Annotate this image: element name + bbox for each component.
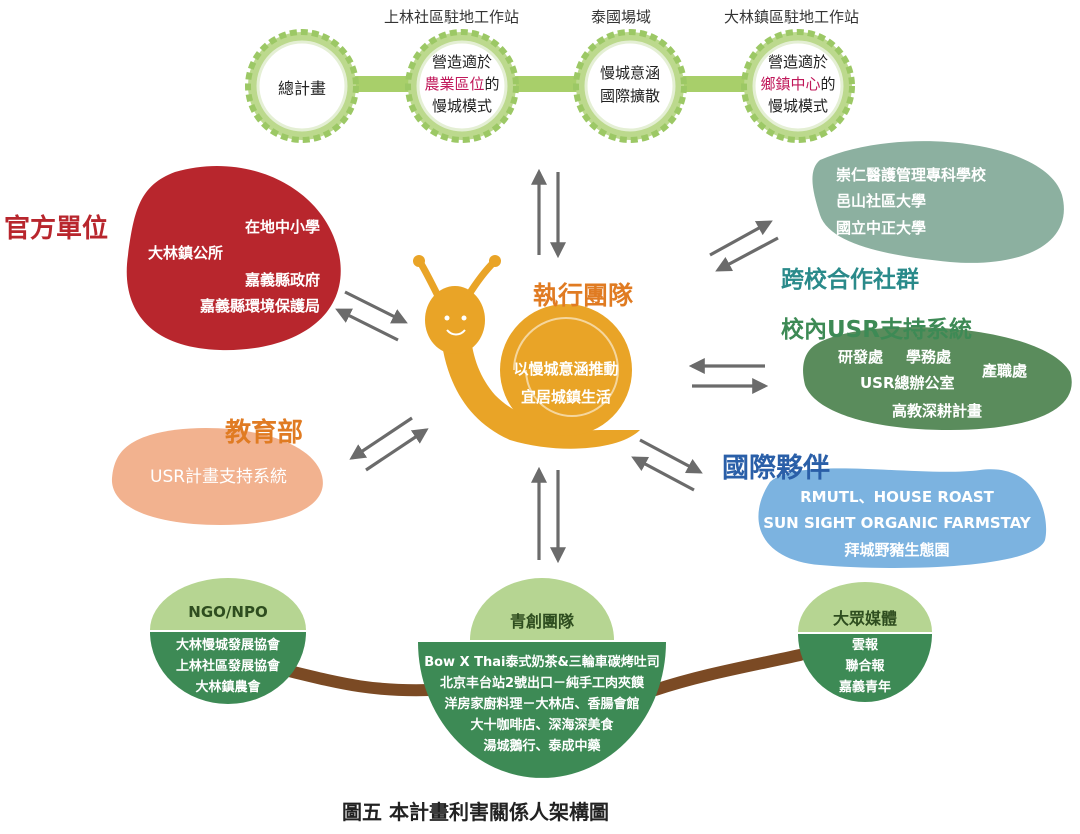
ngo-shape [150, 578, 306, 704]
youth-items: Bow X Thai泰式奶茶&三輪車碳烤吐司 北京丰台站2號出口－純手工肉夾饃 … [418, 652, 666, 757]
international-title: 國際夥伴 [722, 453, 830, 484]
usr-item-3: 產職處 [982, 362, 1028, 380]
cross-school-item: 國立中正大學 [836, 218, 927, 237]
node-4-highlight: 鄉鎮中心 [760, 74, 821, 93]
node-4-line1: 營造適於 [767, 53, 828, 71]
node-4-suffix: 的 [820, 74, 836, 93]
timeline-label-1: 上林社區駐地工作站 [384, 8, 520, 26]
node-3-text: 慢城意涵 國際擴散 [580, 62, 680, 107]
government-title: 官方單位 [4, 214, 109, 244]
government-item: 嘉義縣環境保護局 [199, 296, 320, 315]
government-items: 在地中小學 大林鎮公所 嘉義縣政府 嘉義縣環境保護局 [140, 214, 320, 319]
timeline-bar [300, 76, 800, 92]
node-4-line3: 慢城模式 [767, 96, 828, 115]
youth-item: 北京丰台站2號出口－純手工肉夾饃 [439, 676, 645, 692]
node-2-highlight: 農業區位 [424, 74, 485, 93]
government-item: 嘉義縣政府 [244, 270, 320, 289]
node-2-text: 營造適於 農業區位的 慢城模式 [412, 52, 512, 117]
usr-item-1: 研發處 [838, 348, 884, 366]
node-2-line1: 營造適於 [431, 53, 492, 71]
usr-item-5: 高教深耕計畫 [892, 402, 983, 420]
media-title: 大眾媒體 [832, 609, 897, 628]
usr-support-blob [803, 327, 1072, 430]
international-item: RMUTL、HOUSE ROAST [800, 488, 994, 506]
cross-school-item: 崇仁醫護管理專科學校 [836, 166, 987, 184]
cross-school-blob [812, 141, 1064, 263]
youth-item: 湯城鵝行、泰成中藥 [483, 739, 601, 755]
ngo-title: NGO/NPO [188, 603, 268, 621]
international-item: SUN SIGHT ORGANIC FARMSTAY [763, 514, 1031, 533]
media-shape [798, 582, 932, 702]
node-1-text: 總計畫 [277, 79, 326, 98]
government-item: 在地中小學 [244, 218, 320, 236]
core-text: 以慢城意涵推動 宜居城鎮生活 [496, 356, 636, 412]
timeline-node-1 [245, 29, 359, 143]
timeline-label-2: 泰國場域 [591, 8, 652, 26]
node-2-suffix: 的 [484, 74, 500, 93]
ministry-title: 教育部 [225, 418, 304, 448]
usr-item-2: 學務處 [906, 348, 952, 366]
timeline-node-4 [741, 29, 855, 143]
node-3-line1: 慢城意涵 [599, 64, 660, 82]
node-4-text: 營造適於 鄉鎮中心的 慢城模式 [748, 52, 848, 117]
ngo-item: 上林社區發展協會 [175, 658, 280, 674]
arrows [335, 168, 779, 564]
cross-school-item: 邑山社區大學 [836, 192, 927, 211]
ministry-blob [111, 428, 323, 525]
core-title: 執行團隊 [533, 281, 634, 310]
media-items: 雲報 聯合報 嘉義青年 [798, 636, 932, 698]
international-items: RMUTL、HOUSE ROAST SUN SIGHT ORGANIC FARM… [756, 484, 1038, 563]
timeline-label-3: 大林鎮區駐地工作站 [724, 8, 860, 26]
ngo-item: 大林鎮農會 [195, 679, 261, 695]
ngo-items: 大林慢城發展協會 上林社區發展協會 大林鎮農會 [150, 636, 306, 698]
cross-school-title: 跨校合作社群 [781, 267, 919, 293]
media-item: 嘉義青年 [838, 679, 891, 695]
media-item: 聯合報 [845, 658, 885, 674]
youth-shape [418, 578, 666, 778]
usr-support-title: 校內USR支持系統 [781, 317, 972, 343]
youth-title: 青創團隊 [509, 612, 574, 631]
node-2-line2: 農業區位的 [412, 74, 512, 96]
media-item: 雲報 [851, 638, 878, 653]
cross-school-items: 崇仁醫護管理專科學校 邑山社區大學 國立中正大學 [836, 162, 986, 241]
youth-item: 洋房家廚料理－大林店、香腸會館 [444, 697, 640, 713]
core-line2: 宜居城鎮生活 [520, 387, 611, 406]
timeline-node-2 [405, 29, 519, 143]
figure-caption: 圖五 本計畫利害關係人架構圖 [342, 800, 609, 824]
node-2-line3: 慢城模式 [431, 96, 492, 115]
youth-item: Bow X Thai泰式奶茶&三輪車碳烤吐司 [424, 655, 660, 670]
ministry-item: USR計畫支持系統 [150, 467, 288, 487]
government-item: 大林鎮公所 [148, 244, 224, 263]
snail-illustration [413, 255, 640, 449]
core-line1: 以慢城意涵推動 [513, 360, 619, 378]
timeline-node-3 [573, 29, 687, 143]
ngo-item: 大林慢城發展協會 [175, 638, 280, 653]
international-item: 拜城野豬生態園 [844, 540, 950, 559]
international-blob [758, 468, 1047, 569]
usr-item-4: USR總辦公室 [860, 374, 955, 392]
government-blob [126, 165, 341, 351]
youth-item: 大十咖啡店、深海深美食 [470, 718, 614, 734]
node-3-line2: 國際擴散 [599, 86, 660, 105]
node-4-line2: 鄉鎮中心的 [748, 74, 848, 96]
